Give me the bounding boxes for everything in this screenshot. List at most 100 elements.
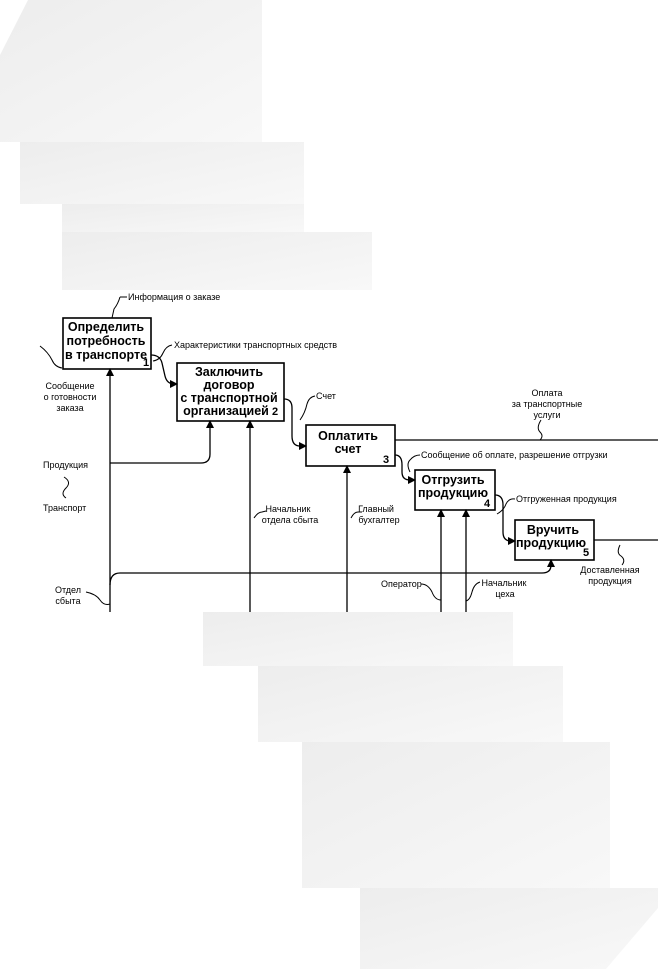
svg-text:услуги: услуги	[534, 410, 561, 420]
connector-accountant	[350, 511, 362, 519]
activity-box-5: Вручить продукцию 5	[514, 519, 595, 561]
svg-text:Доставленная: Доставленная	[580, 565, 640, 575]
bg-panel-top-2	[20, 142, 304, 204]
bg-panel-bottom-1	[203, 612, 513, 666]
label-transport: Транспорт	[43, 503, 86, 513]
label-accountant-line-2: бухгалтер	[358, 515, 399, 525]
label-sales-head-line-1: Начальник	[266, 504, 311, 514]
svg-text:Отдел: Отдел	[55, 585, 81, 595]
svg-text:потребность: потребность	[67, 334, 146, 348]
label-transport-payment-line-2: за транспортные	[512, 399, 583, 409]
svg-text:продукция: продукция	[588, 576, 632, 586]
label-sales-head-line-2: отдела сбыта	[262, 515, 319, 525]
svg-text:сбыта: сбыта	[55, 596, 80, 606]
svg-text:за транспортные: за транспортные	[512, 399, 583, 409]
connector-delivered	[617, 544, 625, 566]
label-transport-payment-line-3: услуги	[534, 410, 561, 420]
activity-box-1: Определить потребность в транспорте 1	[62, 317, 152, 370]
label-operator: Оператор	[381, 579, 422, 589]
box-4-line-1: Отгрузить	[421, 473, 484, 487]
svg-text:Начальник: Начальник	[266, 504, 311, 514]
box-2-line-4: организацией	[183, 404, 269, 418]
label-accountant-line-1: Главный	[358, 504, 394, 514]
svg-text:продукцию: продукцию	[418, 486, 488, 500]
label-delivered-line-1: Доставленная	[580, 565, 640, 575]
svg-text:Оплата: Оплата	[532, 388, 563, 398]
label-vehicle-specs: Характеристики транспортных средств	[174, 340, 337, 350]
box-3-line-2: счет	[335, 442, 362, 456]
svg-text:Главный: Главный	[358, 504, 394, 514]
connector-vehicle-specs	[152, 344, 173, 362]
svg-text:в транспорте: в транспорте	[65, 348, 147, 362]
arrow-box3-to-box4	[394, 454, 416, 484]
box-4-line-2: продукцию	[418, 486, 488, 500]
svg-text:заказа: заказа	[56, 403, 83, 413]
bg-panel-bottom-4	[360, 888, 658, 969]
box-2-line-1: Заключить	[195, 365, 263, 379]
arrow-products-box2	[110, 420, 214, 464]
arrow-box1-to-box2	[150, 354, 178, 388]
label-invoice: Счет	[316, 391, 336, 401]
svg-text:Отгрузить: Отгрузить	[421, 473, 484, 487]
svg-text:организацией: организацией	[183, 404, 269, 418]
bg-panel-top-3	[62, 204, 304, 232]
label-shop-head-line-2: цеха	[495, 589, 514, 599]
svg-text:счет: счет	[335, 442, 362, 456]
svg-text:Начальник: Начальник	[482, 578, 527, 588]
arrow-sales-dept-box5	[109, 559, 555, 586]
svg-text:с транспортной: с транспортной	[180, 391, 277, 405]
connector-readiness	[39, 345, 63, 369]
label-sales-dept-line-1: Отдел	[55, 585, 81, 595]
label-readiness-line-3: заказа	[56, 403, 83, 413]
box-1-line-1: Определить	[68, 320, 144, 334]
box-4-number: 4	[484, 498, 491, 510]
svg-text:Определить: Определить	[68, 320, 144, 334]
connector-transport-payment	[537, 419, 543, 441]
bg-panel-top-1	[0, 0, 262, 142]
arrow-box2-to-box3	[283, 398, 307, 450]
svg-text:Заключить: Заключить	[195, 365, 263, 379]
label-products: Продукция	[43, 460, 88, 470]
connector-invoice	[299, 395, 316, 421]
box-3-line-1: Оплатить	[318, 429, 378, 443]
svg-text:Оплатить: Оплатить	[318, 429, 378, 443]
connector-payment-msg	[407, 454, 421, 473]
arrow-box4-to-box5	[494, 494, 516, 545]
svg-text:о готовности: о готовности	[44, 392, 97, 402]
svg-text:бухгалтер: бухгалтер	[358, 515, 399, 525]
box-3-number: 3	[383, 454, 389, 466]
label-shop-head-line-1: Начальник	[482, 578, 527, 588]
activity-box-3: Оплатить счет 3	[305, 424, 396, 467]
connector-shop-head	[465, 581, 481, 602]
connector-operator	[420, 583, 442, 601]
connector-transport	[62, 476, 70, 499]
arrow-lines	[106, 354, 658, 612]
box-1-line-2: потребность	[67, 334, 146, 348]
connector-sales-head	[253, 510, 267, 519]
svg-text:отдела сбыта: отдела сбыта	[262, 515, 319, 525]
bg-panel-top-4	[62, 232, 372, 290]
activity-box-2: Заключить договор с транспортной организ…	[176, 362, 285, 422]
arrow-labels: Информация о заказе Характеристики транс…	[43, 292, 640, 606]
label-readiness-line-2: о готовности	[44, 392, 97, 402]
connector-shipped	[496, 498, 516, 515]
box-1-number: 1	[143, 357, 149, 369]
svg-text:цеха: цеха	[495, 589, 514, 599]
label-shipped: Отгруженная продукция	[516, 494, 617, 504]
connector-order-info	[111, 296, 121, 319]
box-5-number: 5	[583, 547, 589, 559]
box-1-line-3: в транспорте	[65, 348, 147, 362]
svg-text:Вручить: Вручить	[527, 523, 580, 537]
svg-text:договор: договор	[203, 378, 254, 392]
label-delivered-line-2: продукция	[588, 576, 632, 586]
label-connectors	[39, 296, 625, 605]
connector-sales-dept	[85, 591, 111, 605]
label-transport-payment-line-1: Оплата	[532, 388, 563, 398]
svg-text:Сообщение: Сообщение	[46, 381, 95, 391]
svg-text:продукцию: продукцию	[516, 536, 586, 550]
activity-box-4: Отгрузить продукцию 4	[414, 469, 496, 511]
box-5-line-1: Вручить	[527, 523, 580, 537]
label-readiness-line-1: Сообщение	[46, 381, 95, 391]
